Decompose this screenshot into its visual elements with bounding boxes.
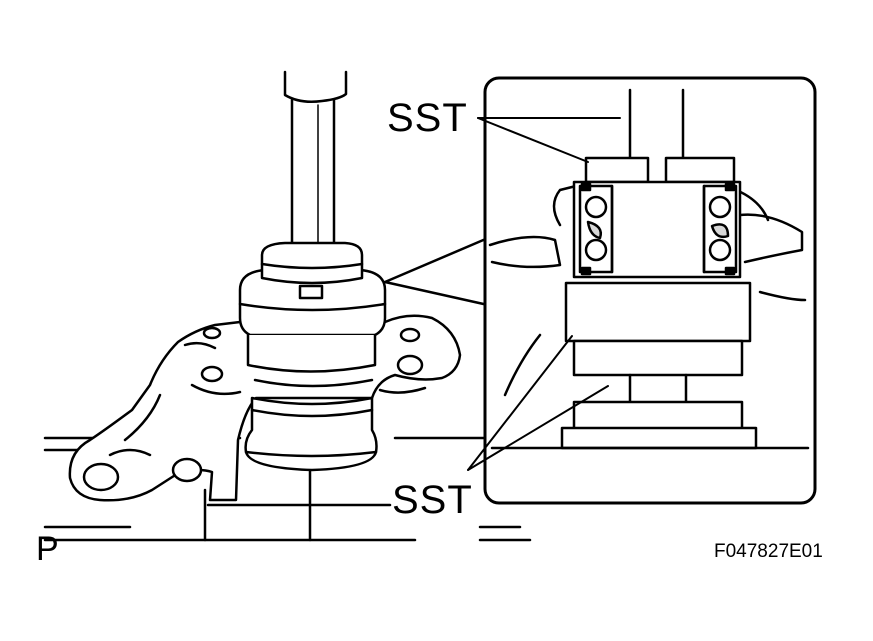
detail-leader — [383, 236, 490, 307]
view-code-label: P — [36, 530, 59, 568]
detail-view — [488, 88, 810, 450]
sst-label-top: SST — [387, 96, 468, 140]
upper-sst-cap — [260, 241, 364, 300]
press-ram — [283, 70, 348, 254]
sst-leaders — [467, 117, 621, 471]
hub-housing — [238, 268, 387, 388]
lower-sst-cylinder — [244, 396, 378, 472]
sst-label-bottom: SST — [392, 478, 473, 522]
figure-code-label: F047827E01 — [714, 541, 823, 562]
